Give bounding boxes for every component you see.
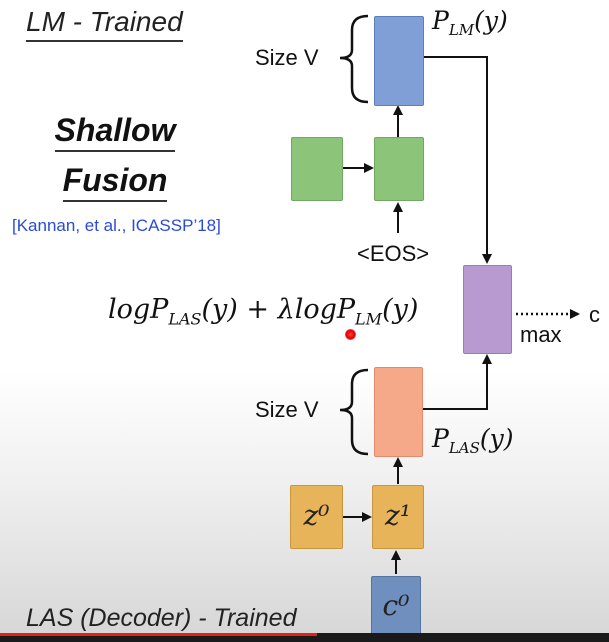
lm-trained-title: LM - Trained <box>26 6 183 42</box>
p-lm-label: PLM(y) <box>432 6 508 39</box>
method-title-line2: Fusion <box>40 162 190 202</box>
decoder-state-z0-box: z⁰ <box>290 485 343 549</box>
context-c0-box: c⁰ <box>371 576 421 636</box>
lm-prev-state-box <box>291 137 343 201</box>
size-v-label-bottom: Size V <box>255 397 319 422</box>
max-combiner-box <box>463 265 512 354</box>
eos-token-label: <EOS> <box>357 241 430 266</box>
p-las-label: PLAS(y) <box>432 424 514 457</box>
decoder-state-z1-box: z¹ <box>372 485 424 549</box>
max-label: max <box>520 322 562 347</box>
las-decoder-title: LAS (Decoder) - Trained <box>26 604 297 632</box>
video-progress-fill <box>0 633 317 636</box>
c0-label: c⁰ <box>382 589 410 622</box>
citation: [Kannan, et al., ICASSP’18] <box>12 216 221 235</box>
arrow-lm-to-max <box>422 56 492 264</box>
brace-bottom <box>339 368 369 456</box>
size-v-label-top: Size V <box>255 45 319 70</box>
lm-output-box <box>374 16 424 106</box>
pointer-dot <box>345 329 356 340</box>
z1-label: z¹ <box>385 499 411 532</box>
z0-label: z⁰ <box>303 499 330 532</box>
arrow-las-to-max <box>422 354 492 410</box>
lm-state-box <box>374 137 424 201</box>
output-c-label: c <box>589 302 600 327</box>
las-output-box <box>374 367 423 457</box>
brace-top <box>339 14 369 104</box>
video-progress-bar[interactable] <box>0 633 609 642</box>
method-title-line1: Shallow <box>40 112 190 152</box>
fusion-formula: logPLAS(y) + λlogPLM(y) <box>108 294 419 329</box>
